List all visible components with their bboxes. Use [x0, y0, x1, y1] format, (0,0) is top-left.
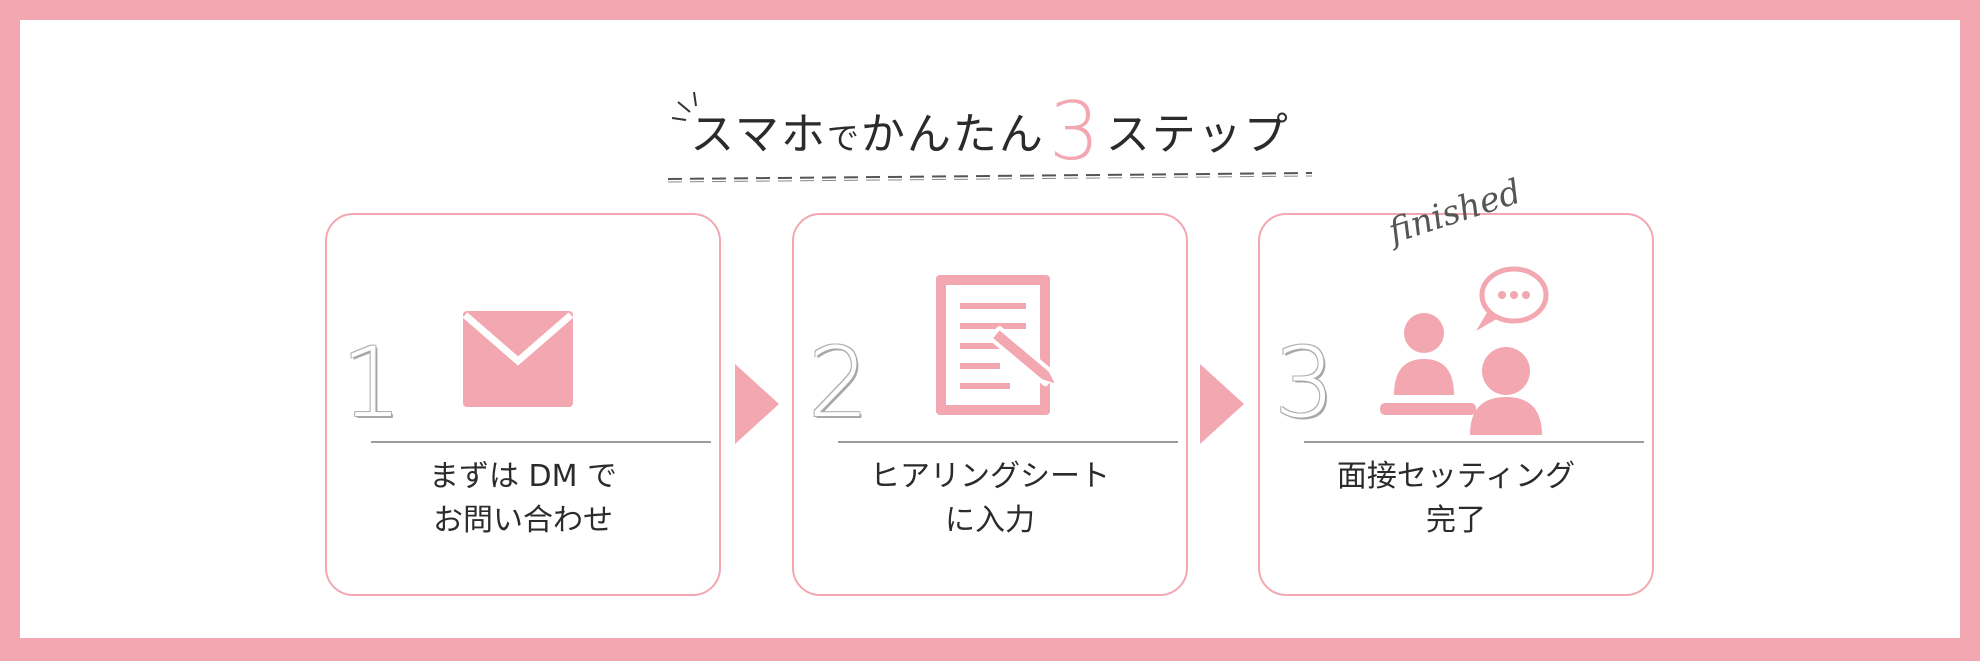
- step-label-line1: ヒアリングシート: [870, 459, 1110, 494]
- page-title: スマホでかんたん3ステップ: [0, 92, 1980, 172]
- step-number: 1: [341, 327, 403, 439]
- title-text-small: で: [826, 119, 861, 157]
- envelope-icon: [463, 311, 573, 407]
- step-card-1: 1 まずは DM で お問い合わせ: [325, 213, 721, 596]
- divider: [371, 441, 711, 443]
- step-label: まずは DM で お問い合わせ: [327, 455, 719, 543]
- interview-icon: [1380, 266, 1549, 435]
- title-underline-dashes: [668, 172, 1312, 183]
- step-card-2: 2 ヒアリングシート に入力: [792, 213, 1188, 596]
- title-area: スマホでかんたん3ステップ: [0, 0, 1980, 200]
- sparkle-icon: [672, 91, 697, 121]
- step-label-line1: まずは DM で: [428, 459, 618, 494]
- arrow-right-icon: [1200, 364, 1244, 444]
- step-label-line1: 面接セッティング: [1336, 459, 1576, 494]
- step-label: ヒアリングシート に入力: [794, 455, 1186, 543]
- divider: [838, 441, 1178, 443]
- arrow-right-icon: [735, 364, 779, 444]
- step-label: 面接セッティング 完了: [1260, 455, 1652, 543]
- step-label-line2: に入力: [945, 503, 1035, 538]
- step-number: 3: [1274, 327, 1336, 439]
- step-number: 2: [808, 327, 870, 439]
- step-label-line2: お問い合わせ: [433, 503, 613, 538]
- title-number: 3: [1048, 85, 1102, 178]
- title-text-1: スマホ: [690, 109, 827, 160]
- document-pencil-icon: [936, 275, 1056, 415]
- title-text-2: かんたん: [860, 109, 1045, 160]
- title-text-3: ステップ: [1105, 109, 1290, 160]
- step-label-line2: 完了: [1426, 503, 1486, 538]
- step-card-3: 3 面接セッティング 完了: [1258, 213, 1654, 596]
- divider: [1304, 441, 1644, 443]
